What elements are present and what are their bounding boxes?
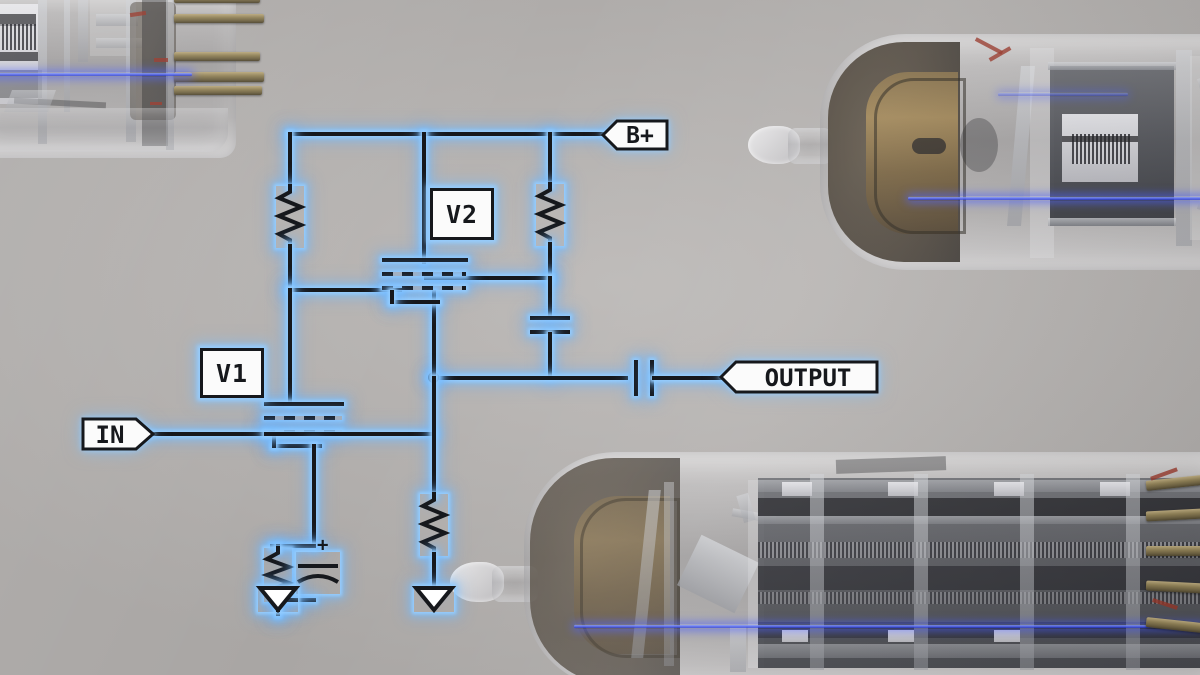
flag-b-plus: B+ bbox=[600, 118, 670, 152]
cathode-bypass-capacitor bbox=[296, 552, 340, 594]
tube-top-right bbox=[748, 18, 1200, 286]
tube-bottom-pins bbox=[1145, 467, 1200, 670]
v1-tube-symbol bbox=[264, 402, 350, 450]
v2-grid-dash-2 bbox=[382, 286, 466, 290]
v2-grid-dash-1 bbox=[382, 272, 466, 276]
wire-v2-plate-resistor-bottom bbox=[548, 242, 552, 282]
label-box-v1: V1 bbox=[200, 348, 264, 398]
label-v1-text: V1 bbox=[215, 358, 249, 388]
wire-output-rail-left bbox=[432, 376, 628, 380]
wire-cathode-node-bottom bbox=[274, 598, 316, 602]
v1-grid-dash-1 bbox=[264, 416, 342, 420]
wire-b-plus-rail bbox=[288, 132, 606, 136]
flag-output: OUTPUT bbox=[718, 359, 880, 395]
coupling-cap-plate-left bbox=[634, 360, 638, 396]
wire-output-rail-right bbox=[652, 376, 732, 380]
wire-cap-decouple-bottom bbox=[548, 332, 552, 378]
v2-plate-resistor bbox=[533, 182, 567, 248]
wire-cathode-node-top bbox=[270, 544, 316, 548]
wire-grid-resistor-bottom bbox=[432, 552, 436, 590]
ground-symbol-grid bbox=[411, 586, 457, 614]
v2-tube-symbol bbox=[382, 258, 468, 306]
wire-v1-grid-right bbox=[264, 432, 436, 436]
wire-v1-plate-load-top bbox=[288, 132, 292, 190]
v2-cathode-left-leg bbox=[390, 290, 394, 304]
wire-v2-grid-right bbox=[424, 276, 552, 280]
v1-cathode-left-leg bbox=[272, 434, 276, 448]
wire-v2-cathode-down bbox=[432, 290, 436, 378]
wire-input-to-v1-grid bbox=[148, 432, 268, 436]
capacitor-polarity-plus: + bbox=[317, 534, 329, 556]
v2-cathode-bar bbox=[390, 300, 440, 304]
v1-plate-bar bbox=[264, 402, 344, 406]
cap-decouple-plate-top bbox=[530, 316, 570, 320]
label-box-v2: V2 bbox=[430, 188, 494, 240]
wire-grid-resistor-top bbox=[432, 376, 436, 498]
label-v2-text: V2 bbox=[445, 199, 479, 229]
wire-v1-cathode-down bbox=[312, 444, 316, 548]
wire-v1-plate-load-bottom bbox=[288, 244, 292, 292]
v1-plate-load-resistor bbox=[273, 184, 307, 250]
tube-bottom bbox=[450, 446, 1200, 675]
flag-output-text: OUTPUT bbox=[765, 364, 852, 392]
tube-top-left bbox=[0, 0, 300, 170]
flag-input-text: IN bbox=[96, 421, 125, 449]
wire-v2-plate-stem bbox=[422, 132, 426, 264]
wire-v2-plate-resistor-top bbox=[548, 132, 552, 188]
v2-plate-bar bbox=[382, 258, 468, 262]
flag-b-plus-text: B+ bbox=[626, 123, 654, 149]
wire-v1-plate-to-v2-grid bbox=[288, 288, 402, 292]
flag-input: IN bbox=[80, 416, 156, 452]
ground-symbol-cathode bbox=[255, 586, 301, 614]
wire-cap-decouple-top bbox=[548, 276, 552, 318]
wire-to-v1-plate bbox=[288, 288, 292, 406]
v1-cathode-bar bbox=[272, 444, 322, 448]
v2-grid-resistor bbox=[417, 492, 451, 558]
